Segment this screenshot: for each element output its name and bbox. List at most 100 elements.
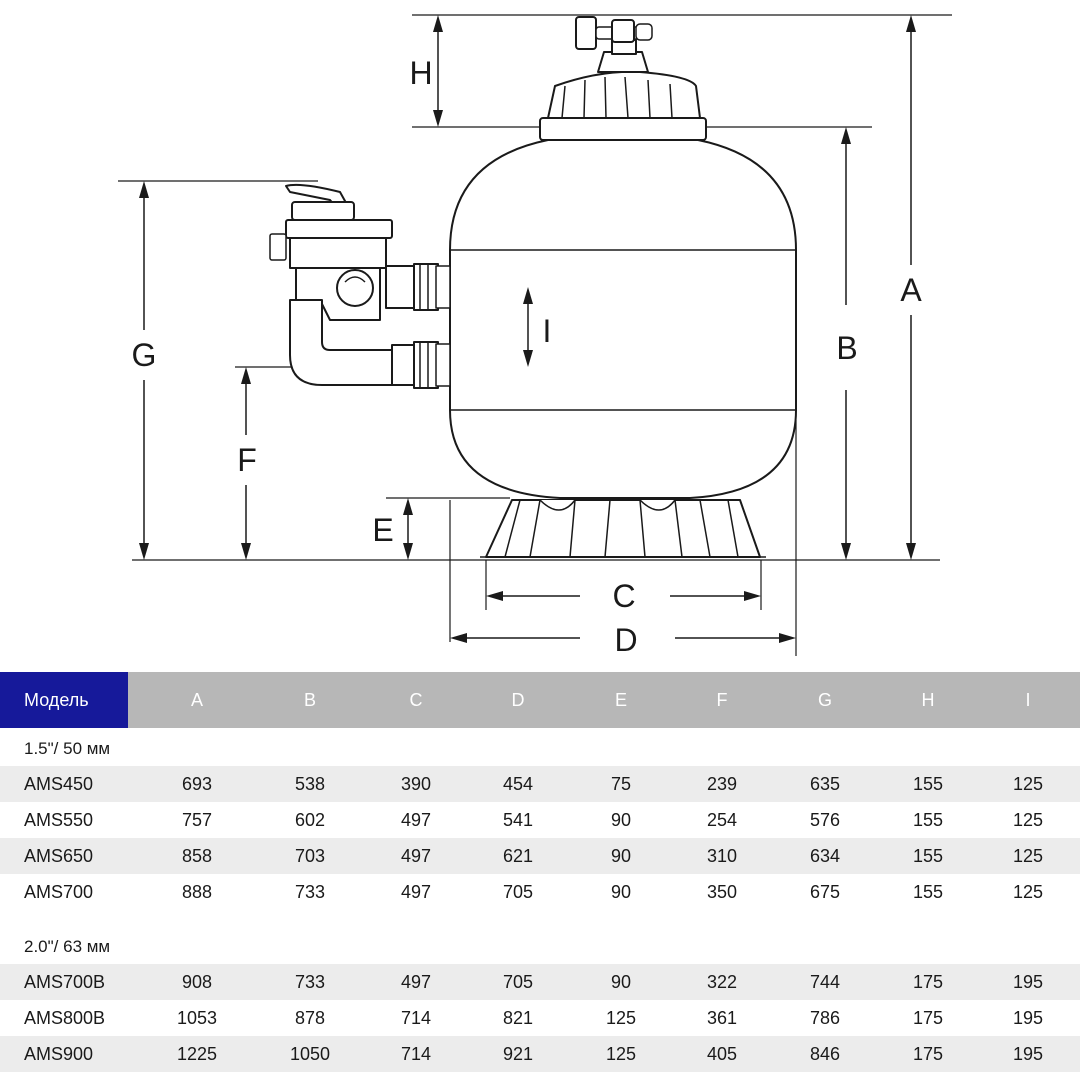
value-cell-b: 703 (294, 846, 326, 866)
dimension-lines (139, 15, 916, 643)
value-cell-h: 175 (912, 1008, 944, 1028)
value-cell-b: 733 (294, 882, 326, 902)
model-name: AMS700B (24, 972, 106, 992)
column-header-d: D (511, 690, 525, 710)
value-cell-c: 497 (400, 972, 432, 992)
value-cell-e: 125 (605, 1008, 637, 1028)
model-name: AMS700 (24, 882, 94, 902)
model-name: AMS900 (24, 1044, 94, 1064)
value-cell-d: 821 (502, 1008, 534, 1028)
table-row: AMS550 757 602 497 541 90 254 576 155 125 (0, 802, 1080, 838)
value-cell-g: 634 (809, 846, 841, 866)
dim-label-a: A (900, 272, 922, 308)
value-cell-c: 714 (400, 1044, 432, 1064)
value-cell-a: 757 (181, 810, 213, 830)
dim-label-h: H (409, 55, 432, 91)
value-cell-b: 1050 (289, 1044, 331, 1064)
dim-label-i: I (543, 313, 552, 349)
value-cell-h: 155 (912, 810, 944, 830)
model-name: AMS550 (24, 810, 94, 830)
value-cell-d: 541 (502, 810, 534, 830)
value-cell-c: 390 (400, 774, 432, 794)
value-cell-a: 858 (181, 846, 213, 866)
value-cell-f: 322 (706, 972, 738, 992)
value-cell-e: 90 (610, 810, 632, 830)
dim-label-f: F (237, 442, 257, 478)
value-cell-c: 497 (400, 846, 432, 866)
value-cell-d: 454 (502, 774, 534, 794)
value-cell-i: 195 (1012, 972, 1044, 992)
value-cell-b: 602 (294, 810, 326, 830)
value-cell-b: 538 (294, 774, 326, 794)
column-header-c: C (409, 690, 423, 710)
value-cell-f: 361 (706, 1008, 738, 1028)
value-cell-g: 846 (809, 1044, 841, 1064)
value-cell-e: 90 (610, 846, 632, 866)
value-cell-d: 621 (502, 846, 534, 866)
column-header-i: I (1025, 690, 1031, 710)
pressure-gauge-icon (575, 16, 653, 50)
model-name: AMS800B (24, 1008, 106, 1028)
filter-top-cover (539, 39, 707, 141)
multiport-valve (269, 183, 451, 389)
value-cell-h: 155 (912, 882, 944, 902)
column-header-a: A (190, 690, 203, 710)
value-cell-g: 675 (809, 882, 841, 902)
model-name: AMS450 (24, 774, 94, 794)
value-cell-c: 497 (400, 810, 432, 830)
value-cell-g: 786 (809, 1008, 841, 1028)
value-cell-a: 693 (181, 774, 213, 794)
column-header-h: H (921, 690, 935, 710)
value-cell-f: 310 (706, 846, 738, 866)
group-label: 2.0"/ 63 мм (24, 937, 111, 956)
model-column-header: Модель (0, 672, 128, 728)
value-cell-f: 405 (706, 1044, 738, 1064)
value-cell-d: 921 (502, 1044, 534, 1064)
model-name: AMS650 (24, 846, 94, 866)
value-cell-i: 125 (1012, 882, 1044, 902)
dim-label-d: D (614, 622, 637, 658)
value-cell-f: 239 (706, 774, 738, 794)
dim-label-g: G (132, 337, 157, 373)
group-spacer (0, 910, 1080, 926)
dim-label-e: E (372, 512, 393, 548)
value-cell-i: 125 (1012, 774, 1044, 794)
value-cell-b: 733 (294, 972, 326, 992)
value-cell-f: 350 (706, 882, 738, 902)
filter-base (480, 499, 766, 558)
value-cell-c: 714 (400, 1008, 432, 1028)
value-cell-f: 254 (706, 810, 738, 830)
value-cell-g: 635 (809, 774, 841, 794)
value-cell-g: 744 (809, 972, 841, 992)
column-header-f: F (716, 690, 728, 710)
value-cell-i: 195 (1012, 1044, 1044, 1064)
value-cell-e: 90 (610, 882, 632, 902)
value-cell-e: 90 (610, 972, 632, 992)
extension-lines (118, 14, 952, 656)
value-cell-a: 1053 (176, 1008, 218, 1028)
value-cell-i: 125 (1012, 846, 1044, 866)
filter-tank (449, 139, 797, 499)
value-cell-h: 175 (912, 972, 944, 992)
value-cell-b: 878 (294, 1008, 326, 1028)
table-row: AMS650 858 703 497 621 90 310 634 155 125 (0, 838, 1080, 874)
value-cell-h: 155 (912, 846, 944, 866)
value-cell-h: 155 (912, 774, 944, 794)
value-cell-c: 497 (400, 882, 432, 902)
value-cell-h: 175 (912, 1044, 944, 1064)
value-cell-d: 705 (502, 972, 534, 992)
value-cell-i: 195 (1012, 1008, 1044, 1028)
column-header-e: E (614, 690, 627, 710)
value-cell-e: 75 (610, 774, 632, 794)
dim-label-c: C (612, 578, 635, 614)
column-header-b: B (303, 690, 316, 710)
value-cell-g: 576 (809, 810, 841, 830)
value-cell-d: 705 (502, 882, 534, 902)
dim-label-b: B (836, 330, 857, 366)
value-cell-i: 125 (1012, 810, 1044, 830)
